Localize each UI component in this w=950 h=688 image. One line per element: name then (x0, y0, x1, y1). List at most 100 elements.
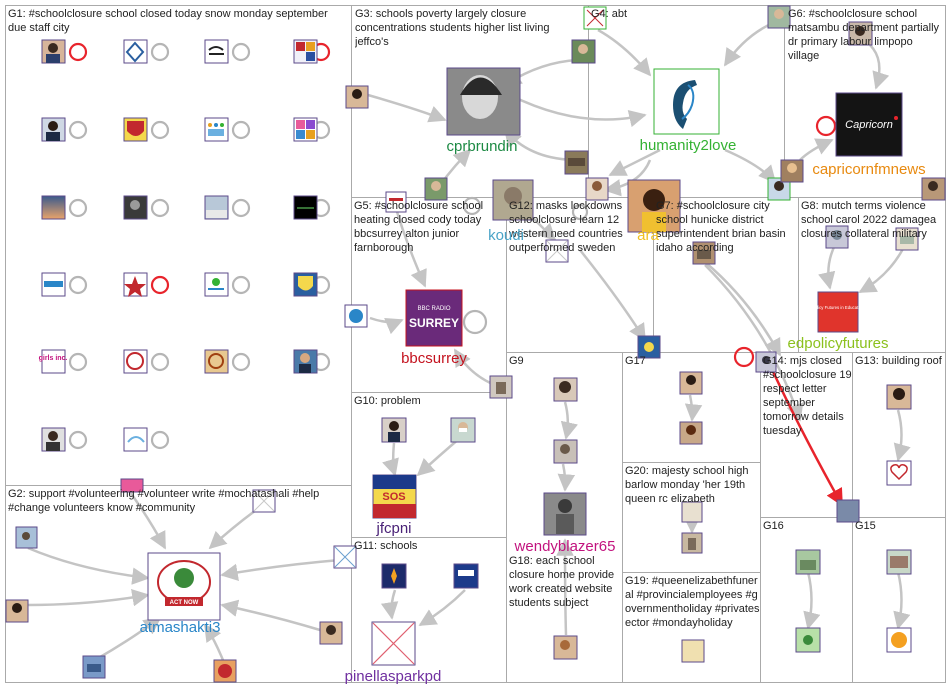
logo-node[interactable] (123, 349, 148, 374)
avatar-node[interactable] (41, 39, 66, 64)
logo-node[interactable] (252, 489, 276, 513)
label-cprbrundin[interactable]: cprbrundin (447, 138, 518, 155)
g3-nodes[interactable] (345, 39, 596, 201)
g12-nodes[interactable] (492, 179, 661, 359)
avatar-node[interactable] (123, 195, 148, 220)
photo-node[interactable] (681, 639, 705, 663)
g6-nodes[interactable]: Capricorn (780, 21, 946, 201)
photo-node[interactable] (564, 150, 589, 175)
humanity2love-node[interactable] (653, 68, 720, 135)
label-jfcpni[interactable]: jfcpni (375, 520, 411, 537)
avatar-node[interactable] (41, 117, 66, 142)
label-humanity2love[interactable]: humanity2love (640, 137, 737, 154)
label-ara[interactable]: ara (637, 227, 659, 244)
logo-node[interactable] (583, 6, 607, 30)
logo-node[interactable] (204, 272, 229, 297)
pinellasparkpd-node[interactable] (371, 621, 416, 666)
avatar-node[interactable] (424, 177, 448, 201)
avatar-node[interactable] (780, 159, 804, 183)
g8-nodes[interactable]: Policy Futures in Education (812, 225, 919, 333)
capricornfmnews-node[interactable]: Capricorn (835, 92, 903, 157)
bbcsurrey-node[interactable]: BBC RADIO SURREY (405, 289, 463, 347)
logo-node[interactable] (886, 627, 912, 653)
logo-node[interactable] (344, 304, 368, 328)
photo-node[interactable] (681, 501, 703, 523)
logo-node[interactable] (213, 659, 237, 683)
label-wendyblazer65[interactable]: wendyblazer65 (514, 538, 616, 555)
logo-node[interactable] (123, 272, 148, 297)
avatar-node[interactable] (381, 417, 407, 443)
logo-node[interactable] (545, 239, 569, 263)
g9-nodes[interactable] (543, 377, 587, 660)
photo-node[interactable] (492, 179, 534, 221)
jfcpni-node[interactable]: SOS (372, 474, 417, 519)
avatar-node[interactable] (848, 21, 873, 46)
photo-node[interactable] (489, 375, 513, 399)
photo-node[interactable] (637, 335, 661, 359)
photo-node[interactable] (204, 195, 229, 220)
label-bbcsurrey[interactable]: bbcsurrey (401, 350, 467, 367)
logo-node[interactable] (293, 117, 318, 142)
label-capricornfmnews[interactable]: capricornfmnews (812, 161, 925, 178)
logo-node[interactable] (120, 478, 144, 493)
logo-node[interactable] (204, 117, 229, 142)
logo-node[interactable] (123, 427, 148, 452)
photo-node[interactable] (692, 241, 716, 265)
avatar-node[interactable] (553, 635, 578, 660)
logo-node[interactable] (204, 39, 229, 64)
avatar-node[interactable] (627, 179, 681, 233)
avatar-node[interactable] (5, 599, 29, 623)
logo-node[interactable] (886, 460, 912, 486)
g5-nodes[interactable]: BBC RADIO SURREY (344, 191, 513, 399)
photo-node[interactable] (795, 549, 821, 575)
wendyblazer65-node[interactable] (543, 492, 587, 536)
logo-node[interactable] (204, 349, 229, 374)
cprbrundin-node[interactable] (446, 67, 521, 136)
edpolicyfutures-node[interactable]: Policy Futures in Education (812, 291, 865, 333)
g17-g20-g19-nodes[interactable] (679, 371, 705, 663)
g11-nodes[interactable] (371, 563, 479, 666)
avatar-node[interactable] (571, 39, 596, 64)
logo-node[interactable] (293, 272, 318, 297)
logo-node[interactable] (385, 191, 407, 213)
photo-node[interactable] (293, 195, 318, 220)
avatar-node[interactable] (345, 85, 369, 109)
label-pinellasparkpd[interactable]: pinellasparkpd (345, 668, 442, 685)
atmashakti3-node[interactable]: ACT NOW (147, 552, 221, 621)
label-atmashakti3[interactable]: atmashakti3 (140, 619, 221, 636)
avatar-node[interactable] (293, 349, 318, 374)
photo-node[interactable] (836, 499, 860, 523)
avatar-node[interactable] (450, 417, 476, 443)
avatar-node[interactable] (755, 351, 777, 373)
photo-node[interactable] (41, 195, 66, 220)
label-koudi[interactable]: koudi (488, 227, 524, 244)
g1-nodes[interactable]: girls inc. (39, 39, 318, 452)
logo-node[interactable] (293, 39, 318, 64)
g7-nodes[interactable] (627, 179, 716, 265)
g10-nodes[interactable]: SOS (372, 417, 476, 519)
logo-node[interactable] (333, 545, 357, 569)
photo-node[interactable] (15, 526, 38, 549)
photo-node[interactable] (886, 549, 912, 575)
logo-node[interactable] (123, 117, 148, 142)
avatar-node[interactable] (767, 177, 791, 201)
g13-g14-g15-g16-nodes[interactable] (755, 351, 912, 653)
g4-nodes[interactable] (583, 5, 791, 201)
avatar-node[interactable] (553, 377, 578, 402)
photo-node[interactable] (825, 225, 849, 249)
avatar-node[interactable] (921, 177, 946, 201)
avatar-node[interactable] (319, 621, 343, 645)
avatar-node[interactable] (886, 384, 912, 410)
logo-node[interactable] (453, 563, 479, 589)
photo-node[interactable] (895, 227, 919, 251)
photo-node[interactable] (681, 532, 703, 554)
logo-node[interactable] (381, 563, 407, 589)
photo-node[interactable] (82, 655, 106, 679)
logo-node[interactable] (41, 272, 66, 297)
avatar-node[interactable] (585, 177, 609, 201)
avatar-node[interactable] (553, 439, 578, 464)
label-edpolicyfutures[interactable]: edpolicyfutures (788, 335, 889, 352)
avatar-node[interactable] (767, 5, 791, 29)
logo-node[interactable] (123, 39, 148, 64)
g2-nodes[interactable]: ACT NOW (5, 478, 357, 683)
